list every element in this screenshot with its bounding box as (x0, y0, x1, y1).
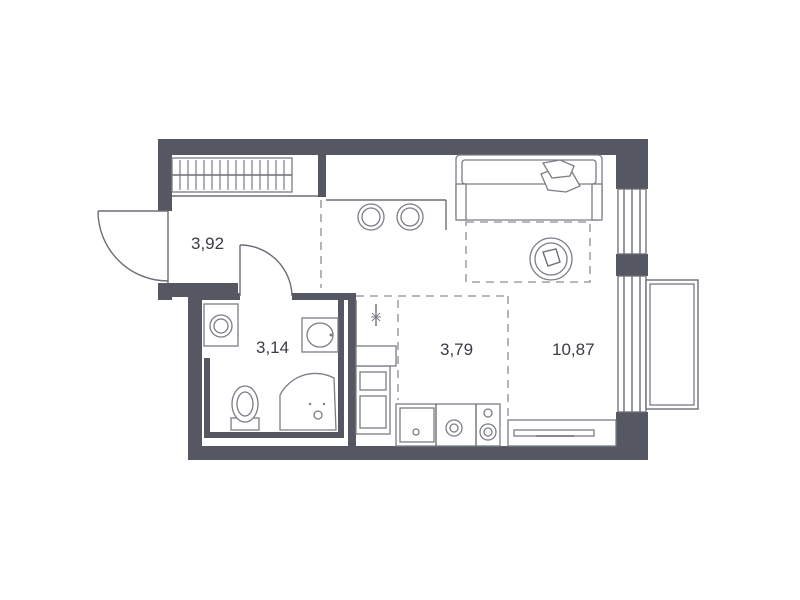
room-area-bathroom: 3,14 (256, 338, 289, 357)
sofa-icon (455, 154, 603, 221)
toilet-icon (230, 385, 260, 431)
zone-dividers (320, 200, 509, 420)
wall-top (158, 139, 648, 155)
wall-bath-inner-right (338, 300, 344, 438)
stove-icon (445, 408, 497, 441)
sink-icon (301, 317, 339, 353)
kitchen-icon (371, 312, 381, 322)
wall-right-mid (616, 254, 648, 276)
tv-icon (507, 419, 617, 447)
wall-right-top (616, 139, 648, 189)
wall-bath-inner-bottom (204, 432, 344, 438)
window-icon (617, 188, 647, 255)
room-area-living: 10,87 (552, 340, 595, 359)
wall-bath-top-right (292, 293, 356, 300)
chair-icon (357, 203, 424, 231)
room-area-kitchen: 3,79 (440, 340, 473, 359)
room-area-hallway: 3,92 (191, 234, 224, 253)
wardrobe-icon (171, 157, 318, 197)
wall-bath-inner-left (204, 358, 210, 438)
wall-bath-right (348, 293, 356, 448)
walls (158, 139, 648, 460)
balcony-icon (617, 275, 699, 413)
wall-right-bottom (616, 412, 648, 460)
wall-bath-top-left (200, 293, 240, 300)
rug (465, 221, 591, 283)
table-icon (326, 199, 447, 230)
fridge-icon (355, 365, 391, 435)
door-swing-icon (97, 210, 169, 283)
bathroom-door-swing-icon (239, 244, 293, 297)
room-labels: 3,92 3,14 3,79 10,87 (191, 234, 595, 359)
wall-bottom (188, 446, 647, 460)
wall-left-upper (158, 139, 172, 211)
wall-inner-column (318, 155, 326, 197)
shower-icon (279, 372, 337, 431)
wall-bath-left (188, 297, 202, 460)
washing-machine-icon (203, 303, 239, 347)
